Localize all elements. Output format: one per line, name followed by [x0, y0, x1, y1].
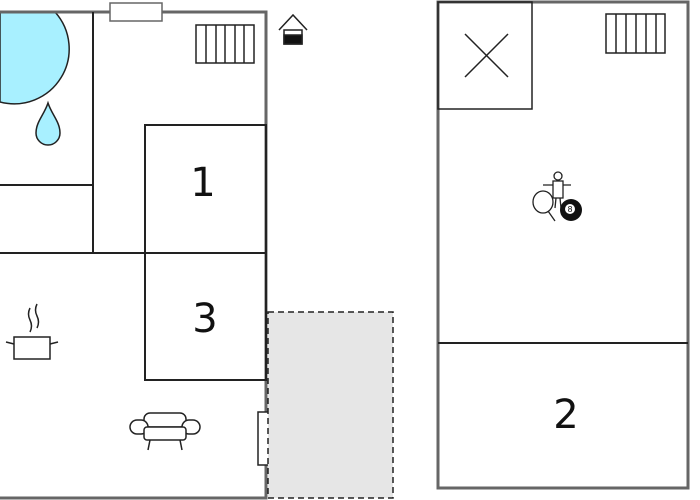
water-drop-icon	[35, 100, 61, 146]
house-icon	[278, 13, 308, 45]
sofa-icon	[129, 412, 201, 451]
room-number-3: 3	[192, 296, 217, 342]
terrace	[267, 311, 394, 499]
radiator-icon	[605, 13, 666, 54]
billiard-ball-icon: 8	[560, 199, 582, 221]
left-building: 1 3	[0, 2, 276, 500]
pool-icon	[0, 11, 70, 105]
billiard-ball-number: 8	[567, 205, 572, 214]
radiator-icon	[195, 24, 255, 64]
room-number-1: 1	[190, 160, 215, 206]
kitchen-pot-icon	[5, 303, 59, 360]
table-tennis-icon	[532, 190, 556, 222]
exterior-wall	[436, 0, 690, 490]
room-number-2: 2	[553, 392, 578, 438]
x-mark-icon	[437, 1, 533, 110]
right-building: 8 2	[436, 0, 690, 490]
foosball-icon	[543, 171, 571, 209]
room-3	[144, 252, 267, 381]
window-icon	[109, 2, 163, 22]
